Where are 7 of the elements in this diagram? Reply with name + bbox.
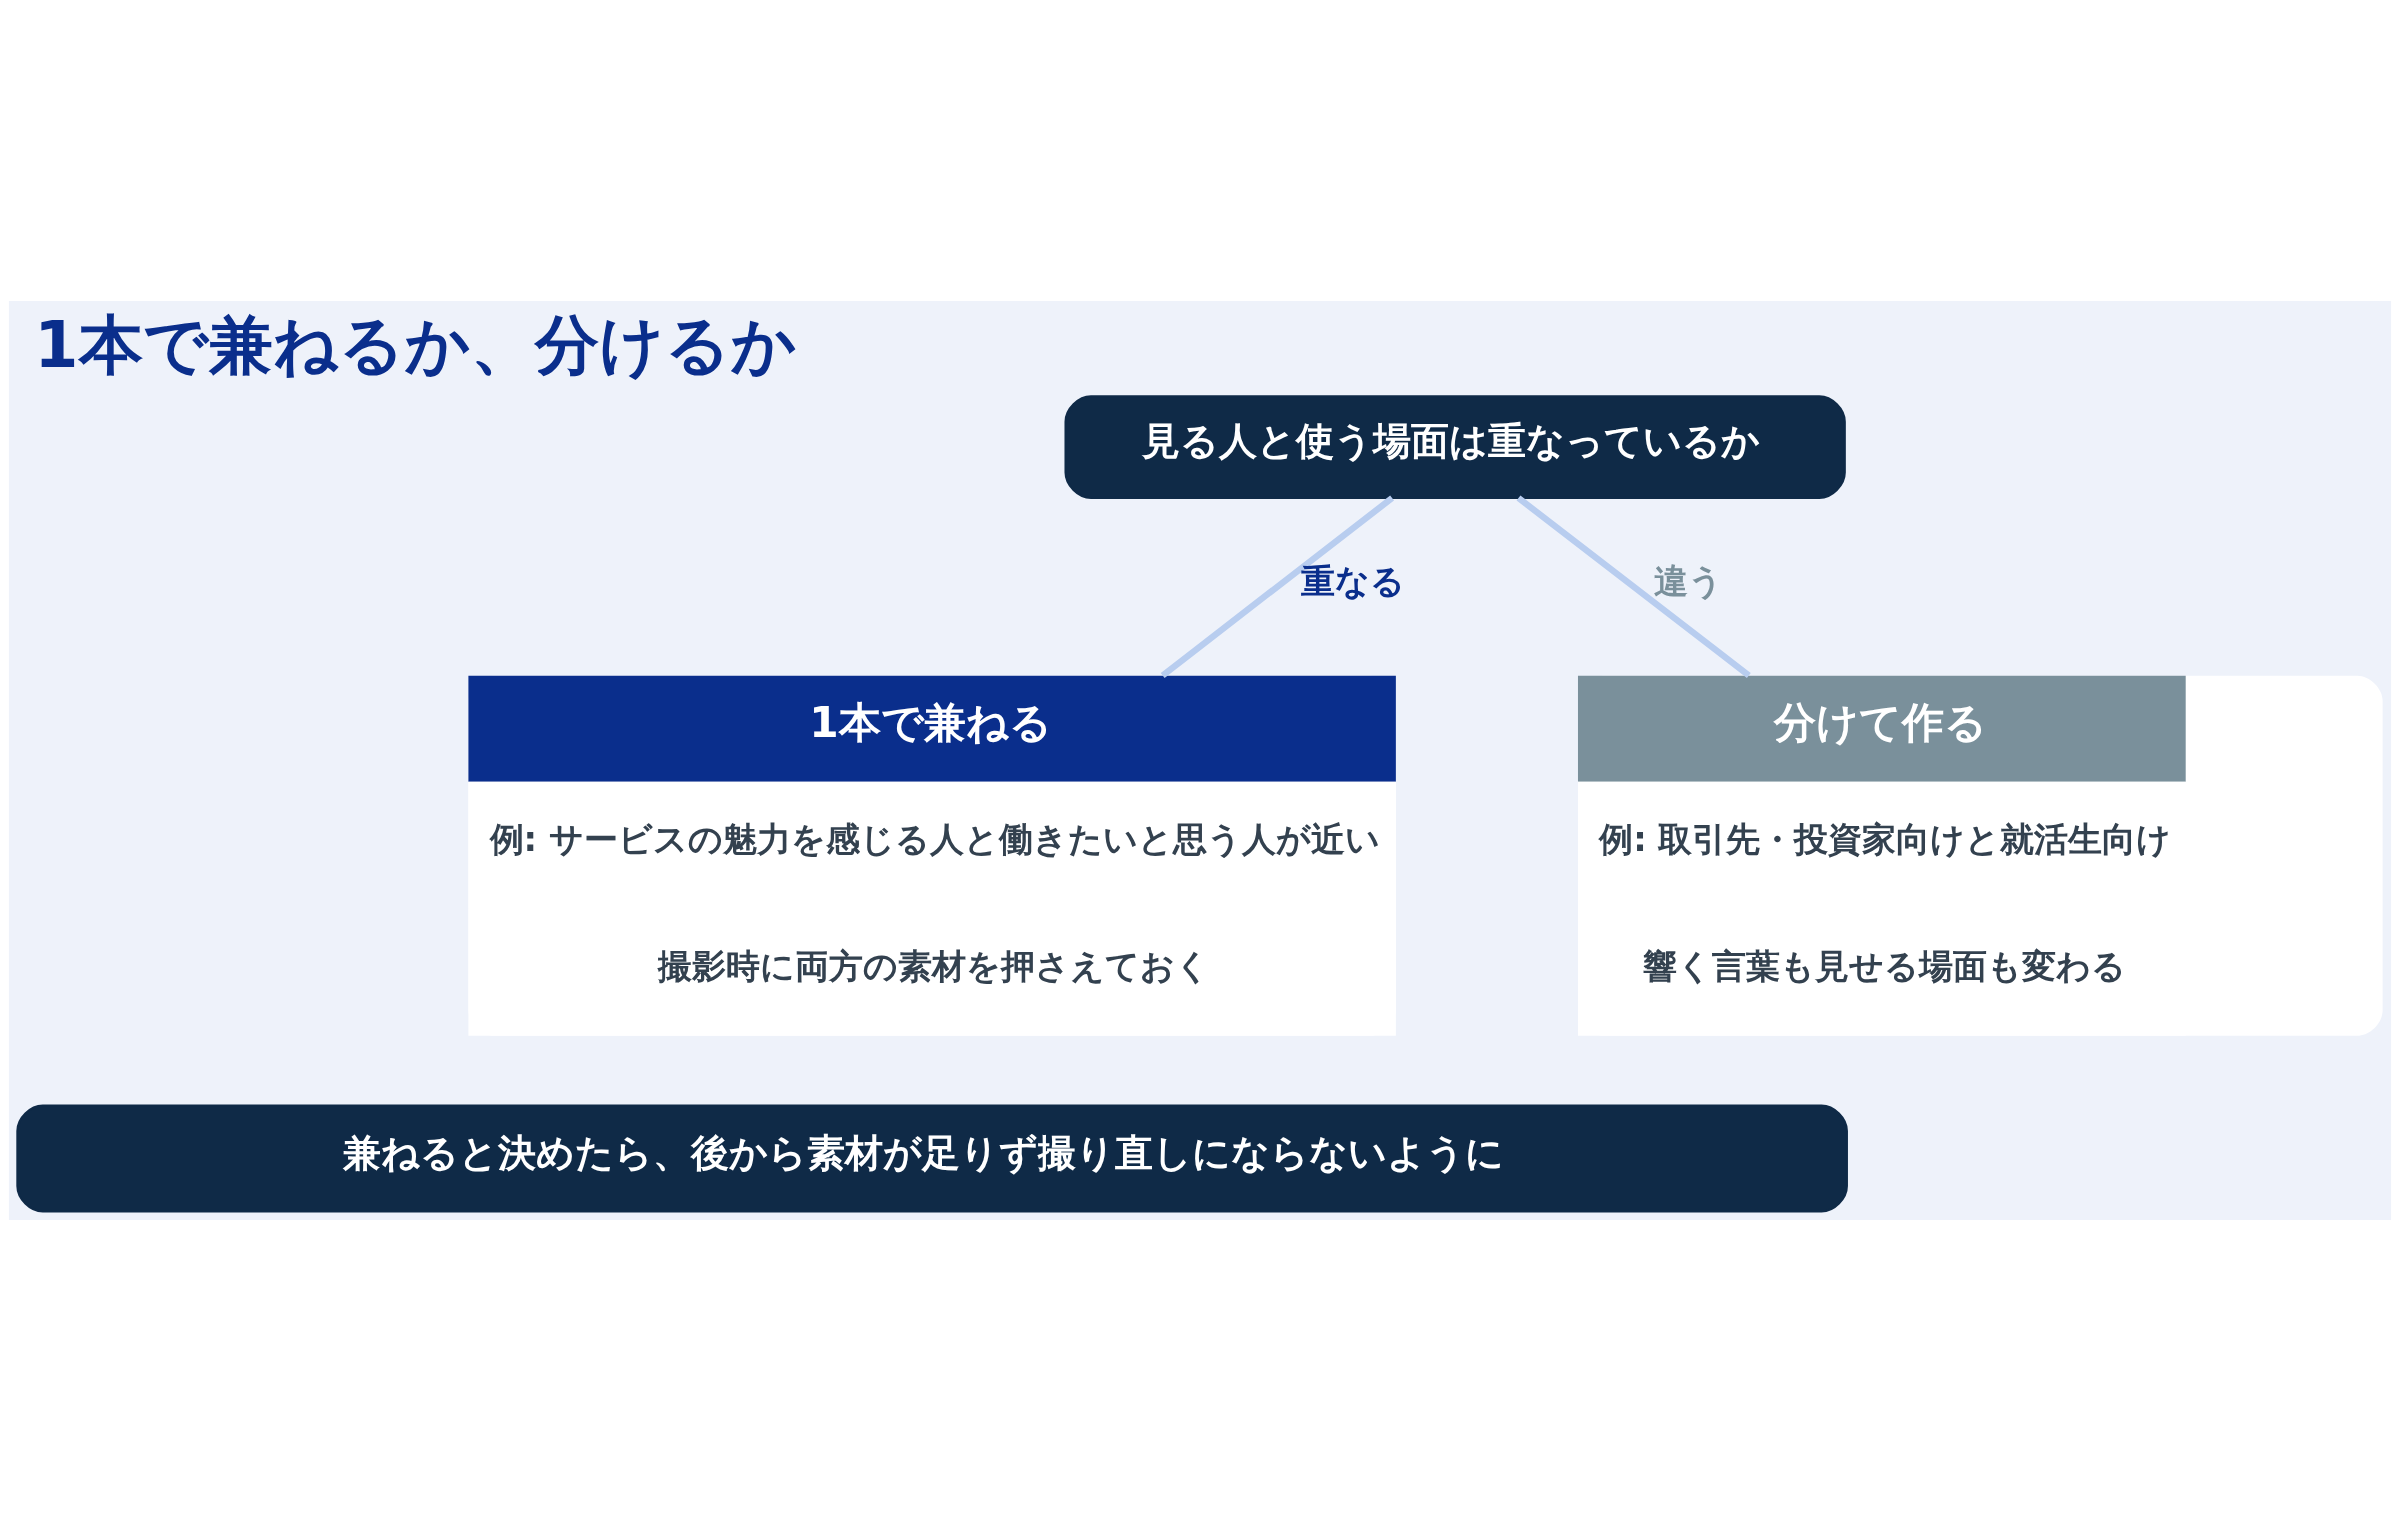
diagram-title: 1本で兼ねるか、分けるか <box>34 307 797 382</box>
connector <box>1160 495 1395 678</box>
node-box: 兼ねると決めたら、後から素材が足りず撮り直しにならないように <box>16 1104 1848 1213</box>
node-box: 見る人と使う場面は重なっているか <box>1064 394 1846 499</box>
connector <box>1516 495 1751 678</box>
edge-label: 重なる <box>1300 561 1405 601</box>
edge-label: 違う <box>1654 561 1724 601</box>
